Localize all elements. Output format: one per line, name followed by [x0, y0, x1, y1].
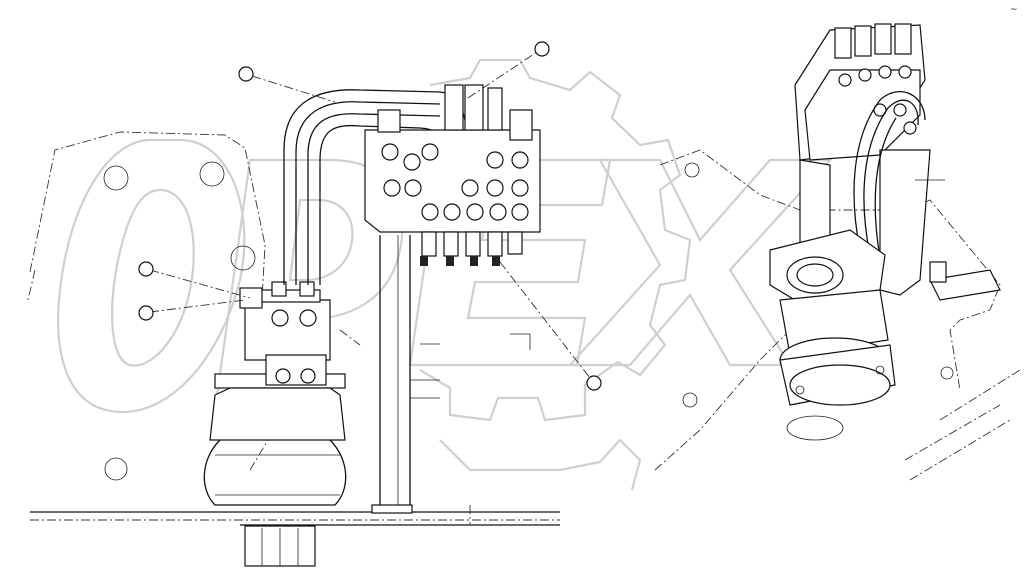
callout-top [534, 41, 550, 57]
mount-hole-right-mid [230, 245, 256, 271]
base-beam [30, 505, 560, 567]
motor-valve-block [244, 299, 331, 361]
corner-mark: ~ [1010, 5, 1018, 15]
callout-lower-right [586, 375, 602, 391]
opex-watermark [57, 58, 833, 491]
control-valve-center [364, 84, 541, 266]
callout-left-lower [138, 305, 154, 321]
callout-upper-left [238, 66, 254, 82]
callout-left [138, 261, 154, 277]
mount-hole-left-top [103, 165, 129, 191]
support-column [371, 235, 531, 514]
swing-motor-left [203, 281, 347, 506]
swing-assembly-isometric-right [654, 23, 1021, 481]
callouts [138, 41, 602, 391]
mount-hole-right-top [199, 161, 225, 187]
motor-housing [209, 387, 346, 441]
mount-hole-bottom-left [104, 457, 128, 481]
